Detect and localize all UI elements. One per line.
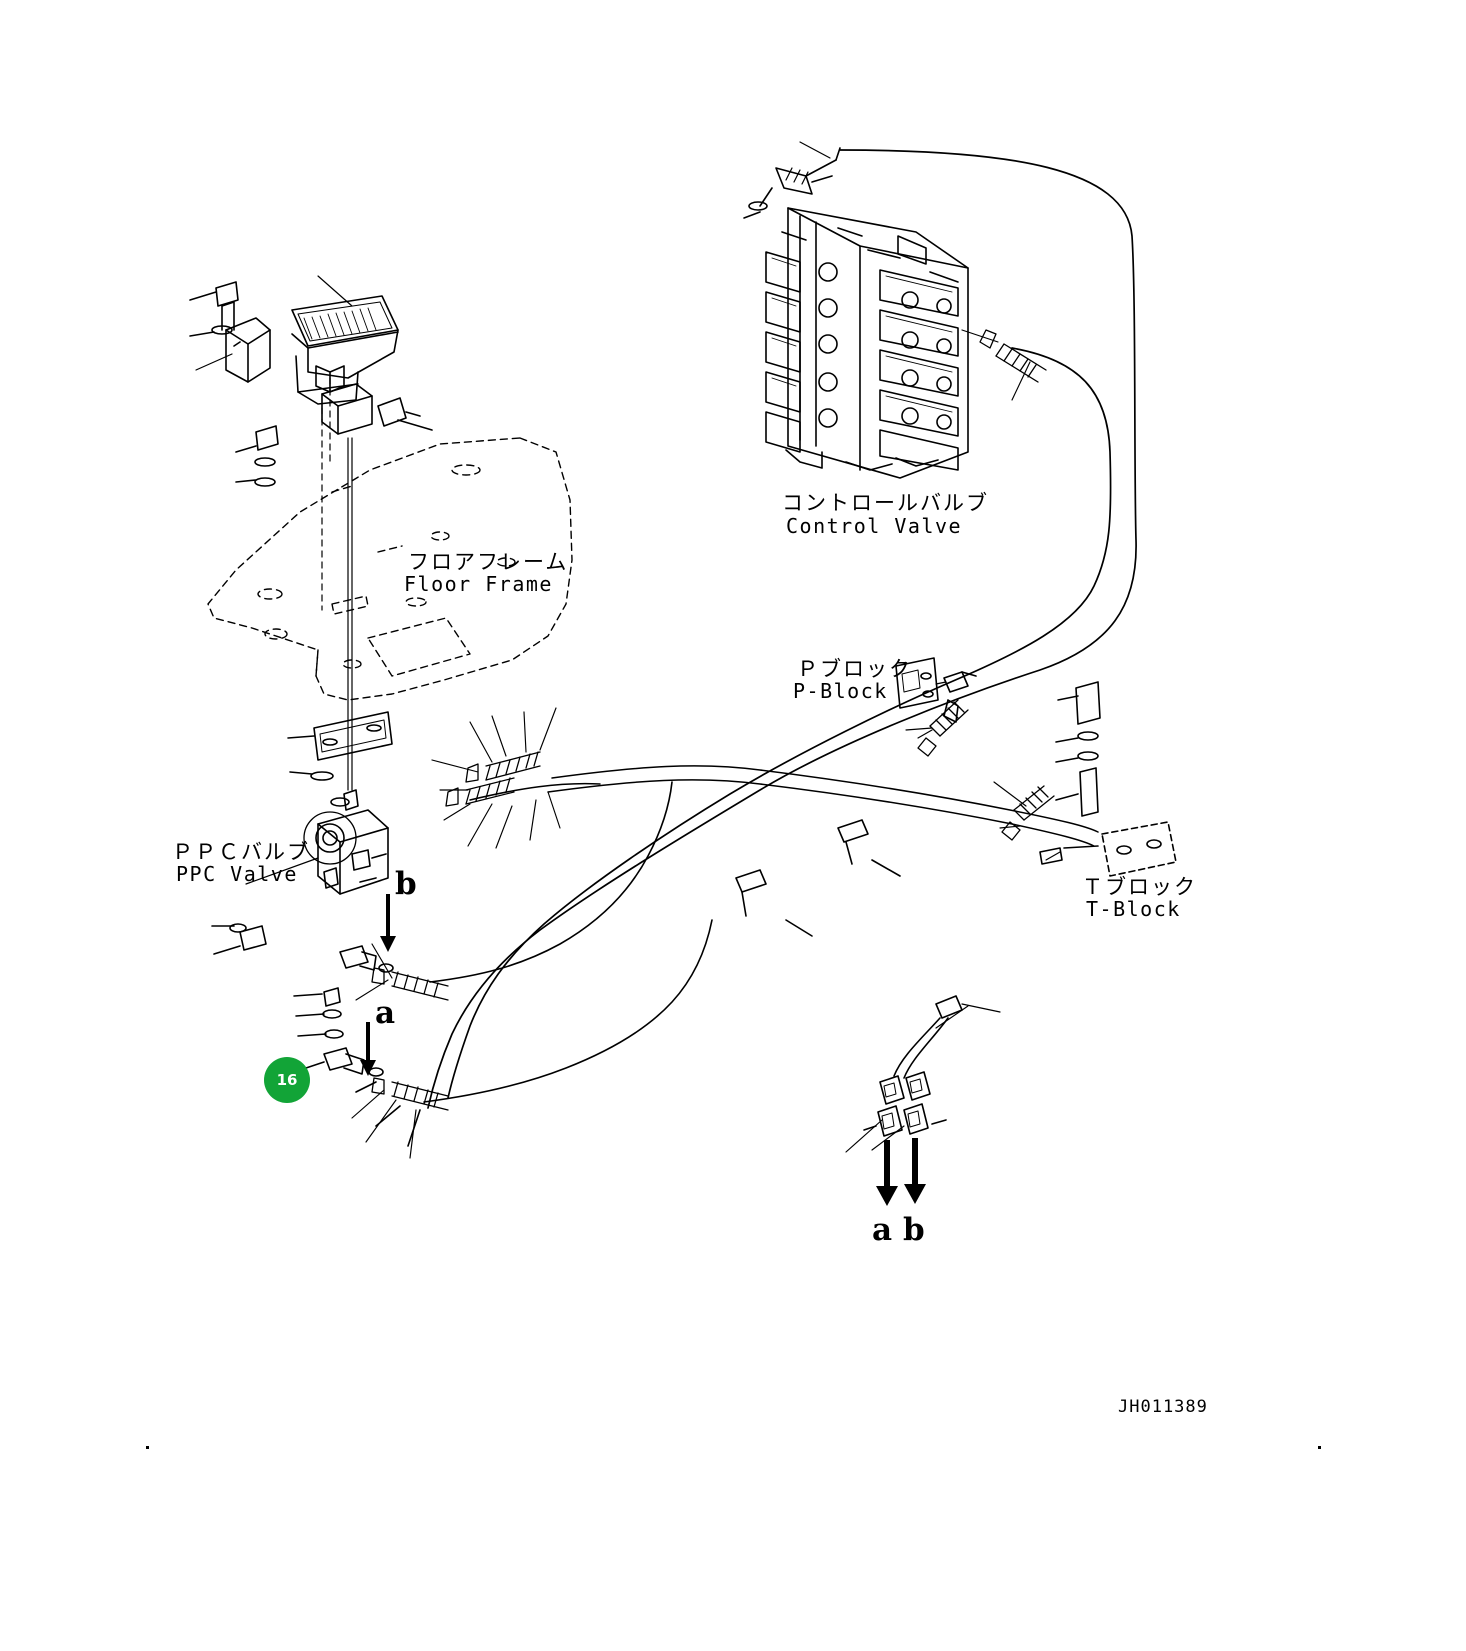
- label-control-valve-jp: コントロールバルブ: [782, 491, 989, 515]
- label-t-block-en: T-Block: [1086, 897, 1181, 921]
- hose-spring-guard-group: [371, 329, 1055, 1111]
- connector-harness-assembly: [863, 995, 1001, 1137]
- label-control-valve-en: Control Valve: [786, 514, 963, 538]
- section-mark-b-upper: b: [395, 866, 417, 902]
- highlight-circle: [303, 811, 357, 865]
- control-valve-assembly: [765, 207, 969, 479]
- t-block-assembly: [1039, 681, 1177, 877]
- callout-badge-number: 16: [276, 1071, 298, 1089]
- label-floor-frame-en: Floor Frame: [404, 572, 553, 596]
- pedal-assembly: [189, 275, 433, 791]
- floor-frame-plate: [207, 437, 573, 701]
- label-floor-frame-jp: フロアフレーム: [408, 550, 569, 574]
- p-block-assembly: [895, 657, 977, 739]
- hydraulic-hose-lower: [423, 781, 713, 1103]
- top-hose-fitting: [743, 141, 841, 219]
- label-ppc-valve-jp: ＰＰＣバルブ: [172, 840, 310, 864]
- label-t-block-jp: Ｔブロック: [1082, 875, 1197, 899]
- label-ppc-valve-en: PPC Valve: [176, 862, 298, 886]
- section-arrows: [360, 894, 926, 1206]
- corner-tick-right: [1318, 1446, 1321, 1449]
- section-mark-a-upper: a: [375, 995, 396, 1031]
- corner-tick-left: [146, 1446, 149, 1449]
- section-mark-a-lower: a: [872, 1212, 893, 1248]
- section-mark-b-lower: b: [903, 1212, 925, 1248]
- hose-clamp-group: [735, 819, 901, 937]
- hydraulic-hose-main: [427, 149, 1137, 1109]
- label-p-block-jp: Ｐブロック: [797, 657, 912, 681]
- callout-badge-16[interactable]: 16: [264, 1057, 310, 1103]
- ppc-valve-assembly: [211, 711, 421, 1147]
- drawing-number: JH011389: [1118, 1397, 1208, 1417]
- label-p-block-en: P-Block: [793, 679, 888, 703]
- leader-lines: [351, 329, 1061, 1159]
